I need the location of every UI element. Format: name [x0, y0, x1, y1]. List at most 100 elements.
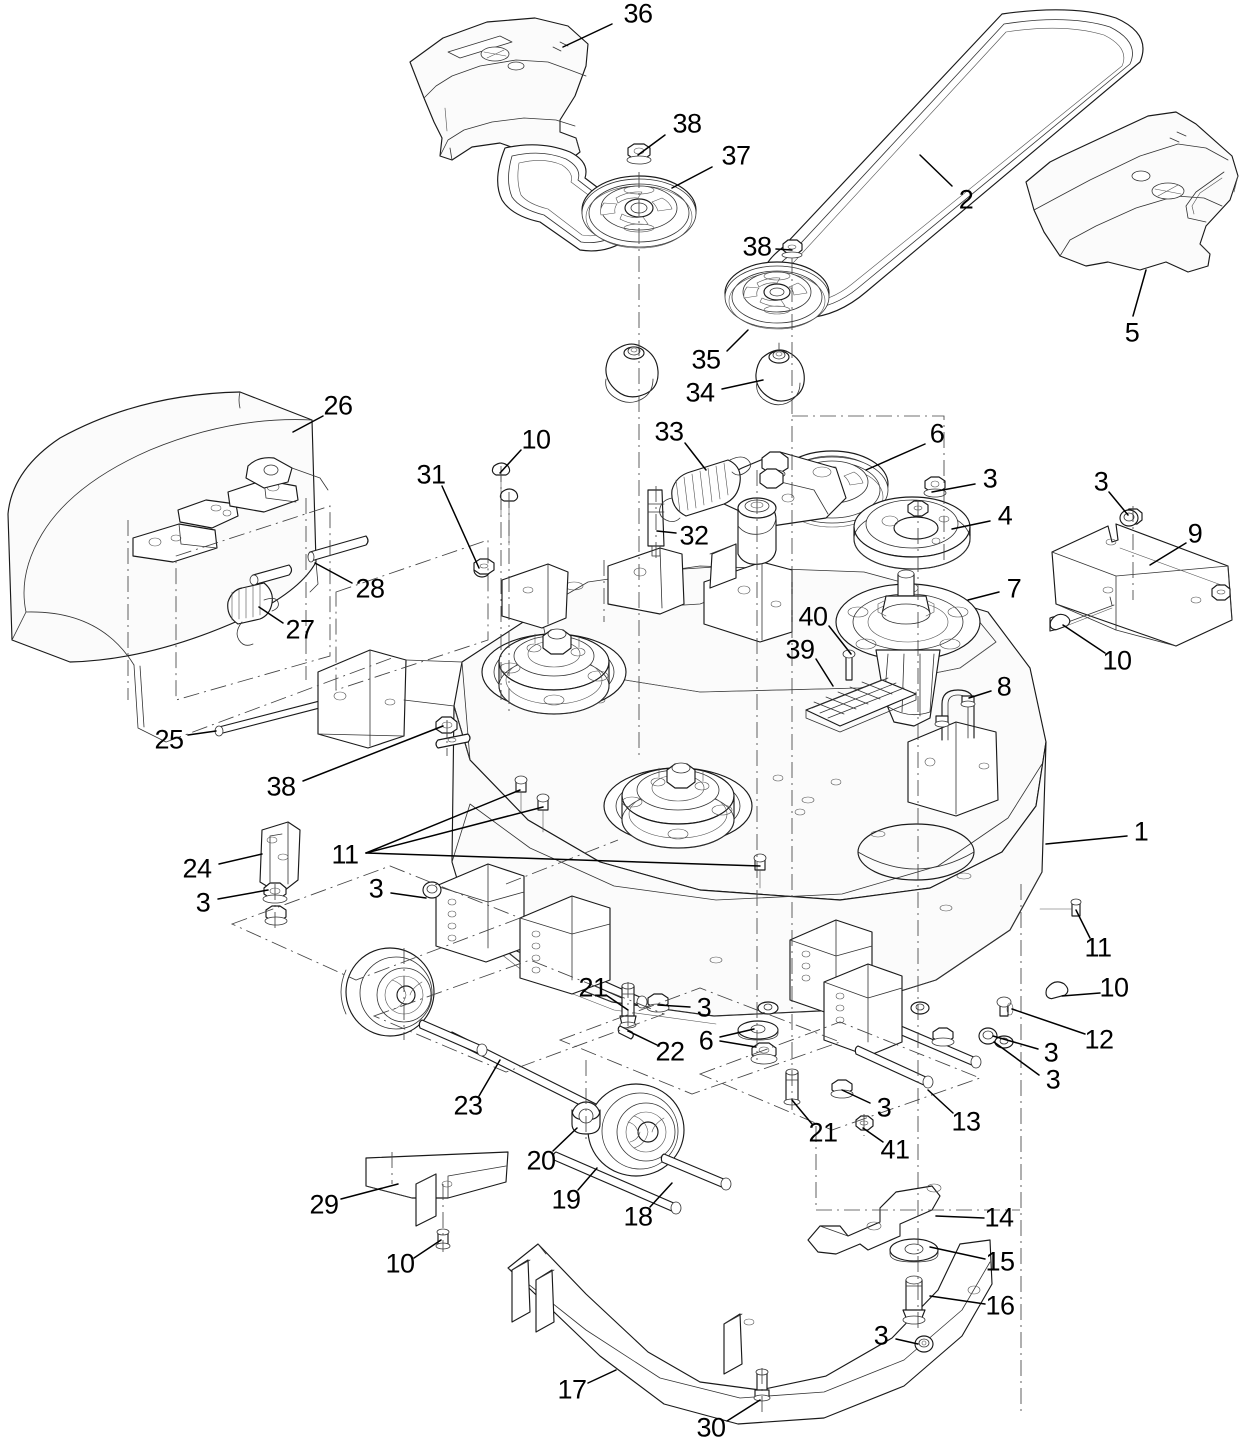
callout-number-2: 2 [958, 184, 974, 215]
callout-leader-c18 [649, 1182, 673, 1208]
callout-leader-c3a [931, 483, 976, 493]
callout-leader-c10e [413, 1239, 442, 1259]
callout-leader-c17 [587, 1369, 617, 1384]
callout-leader-c6a [865, 443, 926, 471]
callout-number-25: 25 [154, 724, 184, 755]
callout-leader-c40 [828, 625, 852, 655]
callout-leader-c16 [929, 1295, 986, 1305]
callout-leader-c28 [314, 562, 353, 584]
part-28-rod-assembly [249, 535, 369, 586]
callout-leader-c5 [1132, 269, 1147, 317]
part-40-bolt [842, 649, 856, 681]
part-24-small-bracket [259, 821, 301, 926]
callout-number-22: 22 [655, 1036, 685, 1067]
callout-leader-c10d [1061, 992, 1101, 997]
callout-number-23: 23 [453, 1090, 483, 1121]
callout-leader-c33 [684, 442, 707, 471]
callout-number-3: 3 [876, 1092, 892, 1123]
callout-leader-c10c [1062, 624, 1106, 654]
callout-leader-c34 [721, 379, 764, 390]
caster-mount-brackets [435, 863, 903, 1057]
callout-number-12: 12 [1084, 1024, 1114, 1055]
callout-number-37: 37 [721, 140, 751, 171]
callout-leader-c3e [993, 1041, 1040, 1076]
callout-number-4: 4 [997, 500, 1013, 531]
part-34-belt-guide [755, 342, 805, 406]
callout-number-38: 38 [266, 771, 296, 802]
callout-leader-c21a [605, 994, 629, 1011]
callout-number-38: 38 [672, 108, 702, 139]
callout-leader-c31 [441, 485, 480, 569]
callout-leader-c23 [478, 1059, 501, 1097]
callout-number-7: 7 [1006, 573, 1022, 604]
callout-leader-c2 [919, 154, 953, 187]
part-13-pin [854, 1045, 934, 1089]
callout-leader-c3g [895, 1338, 919, 1345]
callout-leader-c12 [1011, 1008, 1086, 1035]
deck-fastener-washers [709, 956, 1014, 1193]
part-41-nut [855, 1115, 874, 1131]
callout-leader-c3i [992, 1035, 1039, 1050]
part-31-nut [473, 558, 495, 575]
callout-number-27: 27 [285, 614, 315, 645]
callout-leader-c4 [951, 520, 991, 530]
callout-leader-c3h [657, 1004, 691, 1008]
callout-number-31: 31 [416, 459, 446, 490]
part-33-extension-spring [659, 456, 751, 522]
callout-leader-c3d [390, 892, 427, 899]
callout-leader-c39 [815, 658, 834, 687]
deck-spindle-left [481, 628, 627, 715]
callout-number-14: 14 [984, 1202, 1014, 1233]
part-35-pulley [724, 261, 830, 330]
callout-leader-c27 [258, 606, 284, 624]
callout-number-41: 41 [880, 1134, 910, 1165]
callout-number-17: 17 [557, 1374, 587, 1405]
callout-number-13: 13 [951, 1106, 981, 1137]
callout-leader-c36 [562, 23, 613, 48]
callout-leader-c22 [627, 1030, 658, 1046]
callout-number-29: 29 [309, 1189, 339, 1220]
callout-number-40: 40 [798, 601, 828, 632]
callout-leader-c13 [927, 1089, 954, 1114]
callout-leader-c41 [862, 1127, 884, 1143]
part-7-spindle-housing [835, 569, 981, 727]
callout-leader-c3b [1108, 491, 1129, 516]
callout-leader-c38a [637, 134, 666, 156]
callout-leader-c3f [841, 1089, 871, 1104]
callout-number-20: 20 [526, 1145, 556, 1176]
callout-leader-c21b [791, 1099, 813, 1125]
callout-leader-c11a [365, 789, 521, 854]
callout-number-36: 36 [623, 0, 653, 29]
callout-leader-c37 [671, 166, 713, 189]
callout-leader-c19 [577, 1167, 598, 1191]
caster-wheel-rear [340, 947, 488, 1057]
deck-front-support-bars [448, 939, 982, 1215]
callout-leader-c32 [656, 530, 677, 534]
callout-number-30: 30 [696, 1412, 726, 1443]
callout-leader-c10a [499, 449, 522, 474]
part-17-front-baffle [507, 1239, 993, 1425]
callout-leader-c11a3 [365, 852, 761, 867]
callout-leader-c35 [726, 329, 749, 352]
callout-number-3: 3 [696, 992, 712, 1023]
chute-hinge-brackets [132, 457, 329, 563]
callout-leader-c3c [217, 889, 269, 900]
part-34-belt-guide-left [605, 343, 659, 403]
callout-number-3: 3 [1045, 1064, 1061, 1095]
callout-number-35: 35 [691, 344, 721, 375]
callout-leader-c29 [340, 1183, 399, 1200]
callout-number-38: 38 [742, 231, 772, 262]
callout-number-8: 8 [996, 671, 1012, 702]
callout-leader-c1 [1045, 835, 1128, 845]
callout-number-6: 6 [698, 1025, 714, 1056]
part-9-mount-bracket [1049, 508, 1233, 647]
callout-number-34: 34 [685, 377, 715, 408]
callout-number-3: 3 [982, 463, 998, 494]
part-39-grass-baffle [805, 677, 917, 733]
callout-leader-c26 [292, 415, 324, 433]
washer-small-upper [757, 1001, 779, 1015]
callout-leader-c30 [726, 1399, 761, 1422]
callout-number-39: 39 [785, 634, 815, 665]
